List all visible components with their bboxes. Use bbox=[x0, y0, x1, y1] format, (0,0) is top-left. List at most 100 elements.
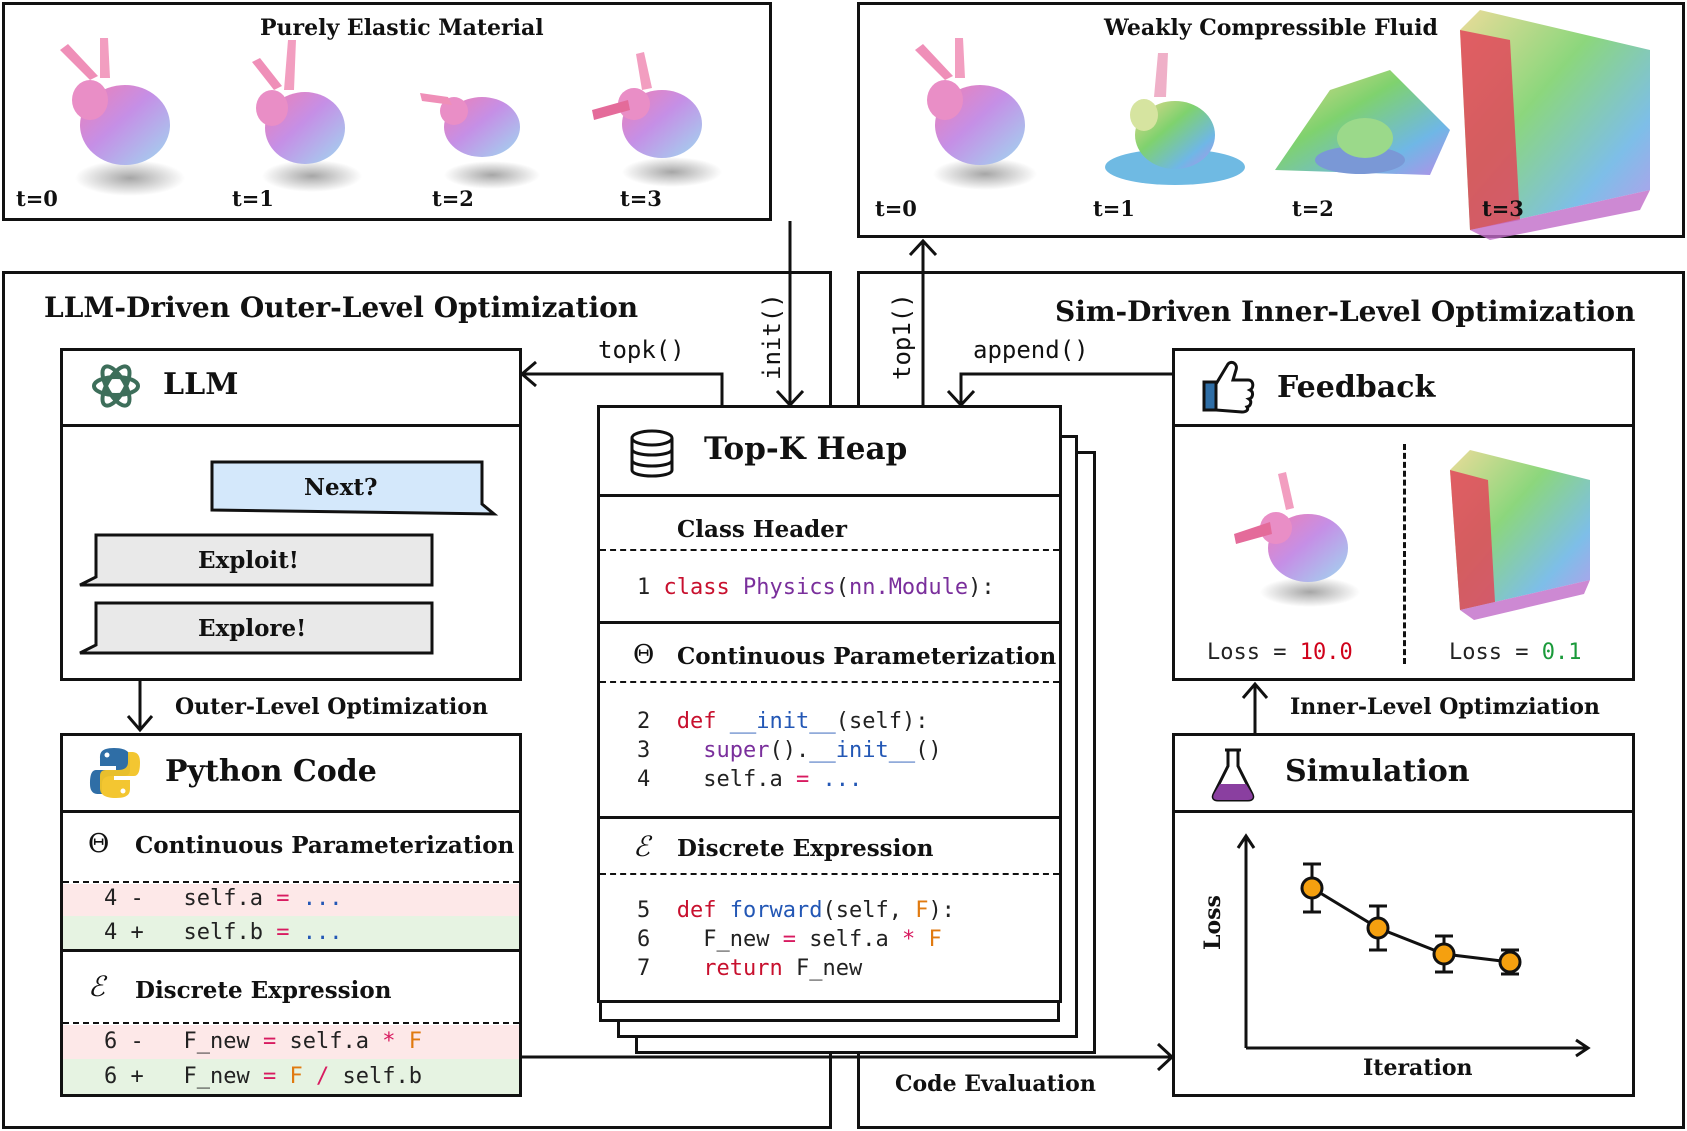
heap-code-line: 6 F_new = self.a * F bbox=[637, 927, 942, 952]
python-expr-divider bbox=[63, 1022, 519, 1024]
simulation-title: Simulation bbox=[1285, 754, 1470, 789]
bunny-t1 bbox=[252, 40, 362, 192]
python-section-divider bbox=[60, 949, 522, 952]
fluid-frame-label: t=3 bbox=[1482, 196, 1524, 221]
bubble-explore-label: Explore! bbox=[198, 615, 307, 642]
fluid-panel-title: Weakly Compressible Fluid bbox=[1104, 15, 1438, 41]
loss-point bbox=[1300, 876, 1324, 900]
chat-bubble-next bbox=[210, 460, 499, 516]
heap-param-divider bbox=[600, 681, 1059, 683]
outer-optimization-arrow bbox=[126, 681, 154, 733]
python-param-divider bbox=[63, 881, 519, 883]
python-expr-symbol: ℰ bbox=[88, 970, 105, 1003]
diff-row-removed bbox=[63, 884, 519, 916]
chart-xlabel: Iteration bbox=[1363, 1055, 1473, 1081]
diff-line: 4 + self.b = ... bbox=[104, 920, 343, 945]
elastic-material-title: Purely Elastic Material bbox=[260, 15, 544, 41]
bunny-t3 bbox=[592, 52, 722, 187]
loss-right: Loss = 0.1 bbox=[1449, 640, 1582, 665]
heap-code-line: 4 self.a = ... bbox=[637, 767, 863, 792]
bubble-next-label: Next? bbox=[304, 474, 378, 501]
outer-optimization-label: Outer-Level Optimization bbox=[175, 694, 488, 720]
inner-optimization-arrow bbox=[1241, 681, 1269, 734]
heap-class-divider bbox=[600, 549, 1059, 551]
diff-row-added bbox=[63, 1059, 519, 1094]
diff-row-added bbox=[63, 916, 519, 949]
bunny-t0 bbox=[60, 38, 185, 196]
top-k-heap-box bbox=[597, 405, 1062, 1003]
python-param-symbol: Θ bbox=[88, 829, 110, 859]
elastic-bunny-frames bbox=[60, 38, 722, 196]
fluid-bunny-t1 bbox=[1105, 53, 1245, 185]
x-axis-arrowhead bbox=[1575, 1038, 1591, 1058]
fluid-bunny-t2 bbox=[1275, 70, 1450, 175]
inner-optimization-label: Inner-Level Optimziation bbox=[1290, 694, 1600, 720]
append-label: append() bbox=[973, 336, 1089, 364]
heap-code-line: 1 class Physics(nn.Module): bbox=[637, 575, 995, 600]
chat-bubble-exploit bbox=[79, 533, 434, 587]
diff-row-removed bbox=[63, 1025, 519, 1059]
thumbs-up-icon bbox=[1202, 360, 1255, 414]
fluid-frame-label: t=2 bbox=[1292, 196, 1334, 221]
fluid-bunny-t3 bbox=[1460, 10, 1650, 240]
heap-section-divider bbox=[597, 621, 1062, 624]
flask-icon bbox=[1211, 748, 1255, 802]
python-icon bbox=[90, 748, 140, 798]
topk-label: topk() bbox=[598, 336, 685, 364]
inner-panel-title: Sim-Driven Inner-Level Optimization bbox=[1055, 295, 1636, 328]
elastic-frame-label: t=1 bbox=[232, 186, 274, 211]
append-arrow bbox=[959, 372, 1172, 405]
loss-series-line bbox=[1311, 886, 1511, 964]
openai-icon bbox=[92, 364, 140, 408]
python-expr-title: Discrete Expression bbox=[135, 977, 392, 1004]
elastic-frame-label: t=2 bbox=[432, 186, 474, 211]
feedback-renders bbox=[1234, 450, 1590, 620]
python-header-divider bbox=[60, 810, 522, 813]
loss-point bbox=[1432, 942, 1456, 966]
feedback-title: Feedback bbox=[1277, 370, 1436, 405]
simulation-header-divider bbox=[1172, 810, 1635, 813]
loss-point bbox=[1498, 950, 1522, 974]
chat-bubble-explore bbox=[79, 601, 434, 655]
heap-expr-symbol: ℰ bbox=[633, 830, 650, 863]
heap-class-header: Class Header bbox=[677, 516, 847, 543]
loss-left: Loss = 10.0 bbox=[1207, 640, 1353, 665]
bunny-t2 bbox=[420, 93, 540, 189]
heap-code-line: 7 return F_new bbox=[637, 956, 863, 981]
y-axis-arrowhead bbox=[1236, 833, 1256, 849]
diff-line: 6 + F_new = F / self.b bbox=[104, 1064, 422, 1089]
heap-code-line: 2 def __init__(self): bbox=[637, 709, 929, 734]
heap-param-title: Continuous Parameterization bbox=[677, 643, 1057, 670]
heap-expr-title: Discrete Expression bbox=[677, 835, 934, 862]
fluid-bunny-t0 bbox=[915, 38, 1037, 190]
bubble-exploit-label: Exploit! bbox=[198, 547, 299, 574]
loss-point bbox=[1366, 916, 1390, 940]
fluid-frame-label: t=0 bbox=[875, 196, 917, 221]
python-param-title: Continuous Parameterization bbox=[135, 832, 515, 859]
heap-header-divider bbox=[597, 494, 1062, 497]
topk-arrow bbox=[522, 372, 724, 405]
python-title: Python Code bbox=[165, 754, 377, 789]
heap-title: Top-K Heap bbox=[704, 431, 908, 467]
heap-code-line: 5 def forward(self, F): bbox=[637, 898, 955, 923]
feedback-divider bbox=[1403, 444, 1406, 664]
loss-chart bbox=[1236, 833, 1591, 1058]
llm-header-divider bbox=[60, 424, 522, 427]
init-label: init() bbox=[758, 293, 786, 380]
top1-label: top1() bbox=[888, 293, 916, 380]
elastic-frame-label: t=0 bbox=[16, 186, 58, 211]
diff-line: 4 - self.a = ... bbox=[104, 886, 343, 911]
feedback-header-divider bbox=[1172, 424, 1635, 427]
diff-line: 6 - F_new = self.a * F bbox=[104, 1029, 422, 1054]
outer-panel-title: LLM-Driven Outer-Level Optimization bbox=[44, 291, 639, 324]
fluid-frame-label: t=1 bbox=[1093, 196, 1135, 221]
heap-section-divider bbox=[597, 816, 1062, 819]
code-evaluation-label: Code Evaluation bbox=[895, 1071, 1096, 1097]
database-icon bbox=[630, 429, 674, 478]
heap-param-symbol: Θ bbox=[633, 640, 655, 670]
heap-expr-divider bbox=[600, 873, 1059, 875]
llm-title: LLM bbox=[163, 367, 239, 402]
fluid-frames bbox=[915, 10, 1650, 240]
heap-code-line: 3 super().__init__() bbox=[637, 738, 942, 763]
